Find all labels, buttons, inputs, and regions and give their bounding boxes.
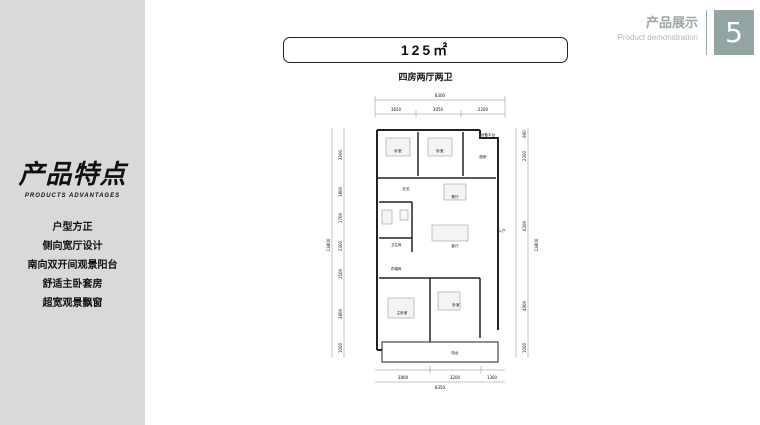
room-kitchen: 厨房 [479,154,487,159]
furniture [381,137,469,319]
room-entrance: 入户 [498,228,506,233]
section-subtitle: Product demonstration [617,33,699,42]
dim-bottom: 3800 [398,375,409,380]
dim-right: 1000 [522,342,527,353]
room-bedroom-3: 卧室 [452,302,460,307]
dim-right-total: 13800 [534,238,539,251]
floor-plan: 8300 3650 3050 2200 3800 3200 1300 8350 … [326,93,539,390]
dim-left: 3200 [338,149,343,160]
room-dining: 餐厅 [451,194,459,199]
room-utility-balcony: 设备平台 [481,132,496,137]
dim-right: 900 [522,130,527,138]
room-balcony: 阳台 [451,350,459,355]
dim-right: 2300 [522,150,527,161]
room-bedroom-2: 卧室 [436,148,444,153]
dim-bottom: 1300 [487,375,498,380]
dim-top: 3050 [433,107,444,112]
features-list: 户型方正 侧向宽厅设计 南向双开间观景阳台 舒适主卧套房 超宽观景飘窗 [0,218,145,313]
room-living: 客厅 [451,243,459,248]
dim-left: 1800 [338,186,343,197]
features-subtitle: PRODUCTS ADVANTAGES [24,193,121,199]
feature-item: 侧向宽厅设计 [42,241,103,252]
feature-item: 户型方正 [52,222,93,233]
dim-left: 3800 [338,308,343,319]
room-master-bedroom: 主卧室 [397,310,408,315]
header-divider [706,10,707,55]
room-closet: 衣帽间 [391,266,402,271]
section-title: 产品展示 [645,16,698,31]
dim-right: 4900 [522,300,527,311]
section-header: 产品展示 Product demonstration [618,16,699,44]
dim-left-total: 13800 [326,238,331,251]
features-panel: 产品特点 PRODUCTS ADVANTAGES 户型方正 侧向宽厅设计 南向双… [0,0,145,425]
walls [376,129,499,351]
dimension-labels: 8300 3650 3050 2200 3800 3200 1300 8350 … [326,93,539,390]
balcony-outline [381,341,499,363]
page-number: 5 [714,10,754,55]
room-hallway: 玄关 [402,186,410,191]
dim-top-total: 8300 [435,93,446,98]
dim-left: 1500 [338,268,343,279]
dim-bottom-total: 8350 [435,385,446,390]
dim-top: 2200 [478,107,489,112]
dim-left: 2300 [338,240,343,251]
feature-item: 舒适主卧套房 [42,279,103,290]
dim-left: 1700 [338,212,343,223]
dim-bottom: 3200 [450,375,461,380]
room-bathroom: 卫生间 [391,242,402,247]
area-label: 125㎡ [283,37,568,63]
dimension-lines [331,96,529,383]
room-bedroom-1: 卧室 [394,148,402,153]
feature-item: 超宽观景飘窗 [42,298,103,309]
dim-left: 1000 [338,342,343,353]
layout-name: 四房两厅两卫 [398,73,453,83]
dim-top: 3650 [391,107,402,112]
features-title: 产品特点 [18,160,127,190]
feature-item: 南向双开间观景阳台 [27,260,118,271]
room-labels: 卧室 卧室 设备平台 厨房 玄关 餐厅 客厅 卫生间 衣帽间 主卧室 卧室 阳台… [391,132,506,355]
dim-right: 6200 [522,220,527,231]
